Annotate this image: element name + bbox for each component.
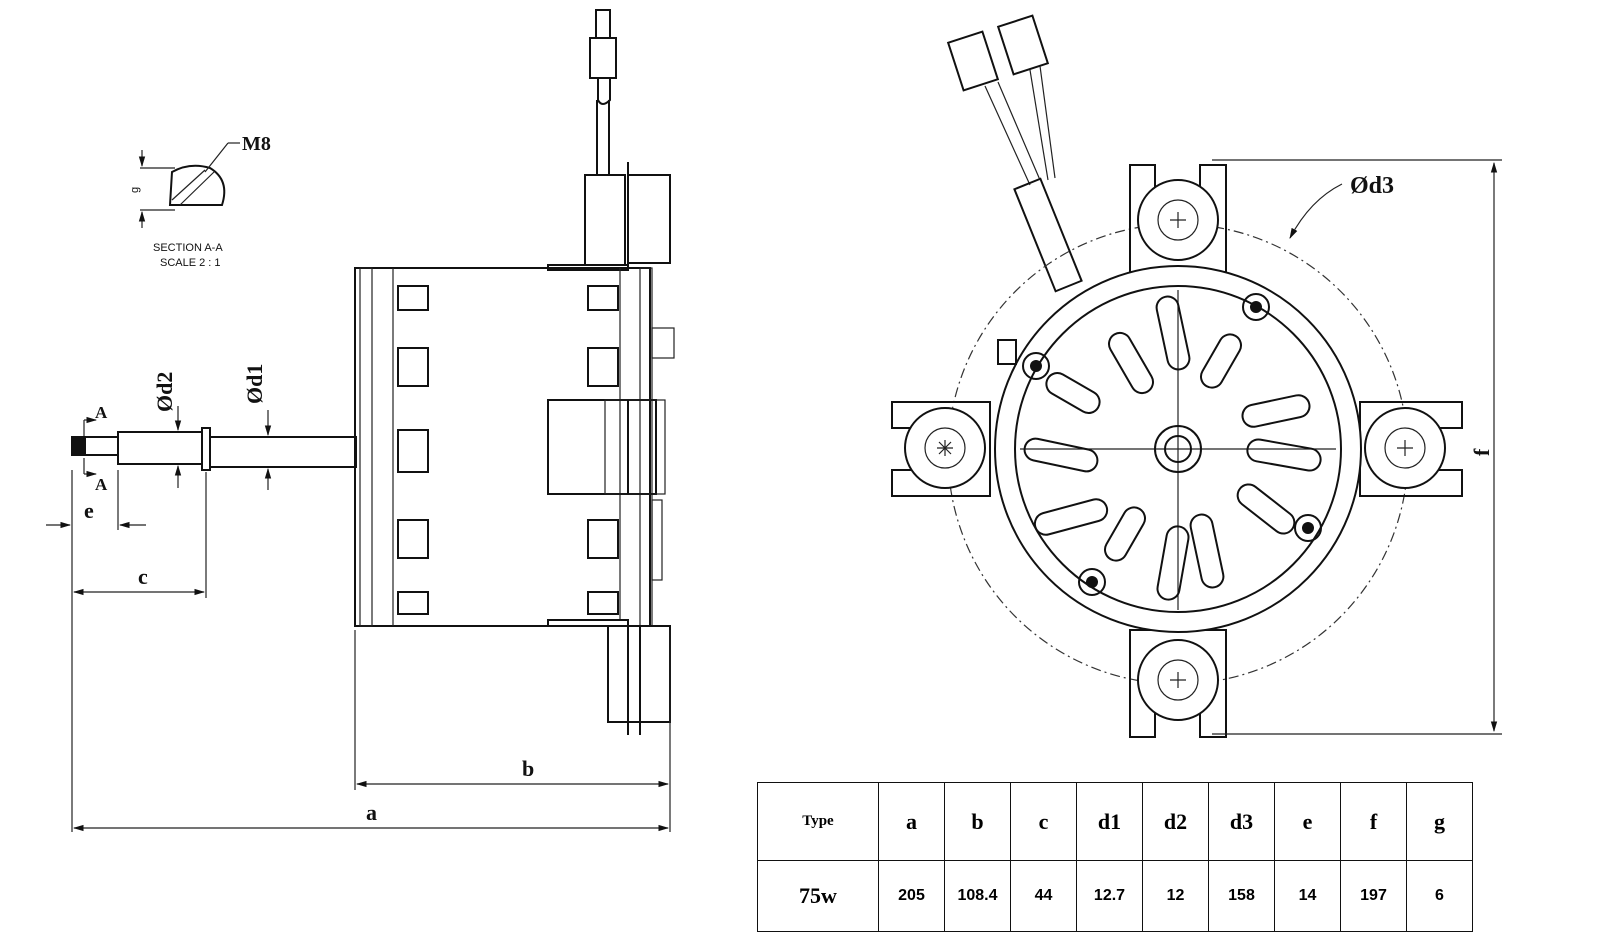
table-cell: 12 xyxy=(1142,860,1209,932)
table-header-cell: c xyxy=(1010,782,1077,861)
section-aa-detail: M8 g SECTION A-A SCALE 2 : 1 xyxy=(129,133,271,269)
table-cell: 14 xyxy=(1274,860,1341,932)
table-header-cell: d3 xyxy=(1208,782,1275,861)
dim-c-label: c xyxy=(138,564,148,589)
spec-table: Type a b c d1 d2 d3 e f g 75w 205 108.4 … xyxy=(757,782,1473,932)
dia-d3-label: Ød3 xyxy=(1350,173,1394,199)
section-g-label: g xyxy=(129,187,141,193)
dim-e-label: e xyxy=(84,498,94,523)
table-header-cell: a xyxy=(878,782,945,861)
table-row: 75w 205 108.4 44 12.7 12 158 14 197 6 xyxy=(757,860,1473,932)
front-view: Ød3 f xyxy=(891,14,1502,738)
table-cell: 197 xyxy=(1340,860,1407,932)
section-title: SECTION A-A xyxy=(153,242,223,254)
section-scale: SCALE 2 : 1 xyxy=(160,257,221,269)
section-marker-bottom: A xyxy=(95,475,108,494)
table-header-cell: f xyxy=(1340,782,1407,861)
table-header-row: Type a b c d1 d2 d3 e f g xyxy=(757,782,1473,861)
dim-f-label: f xyxy=(1469,448,1494,456)
table-header-cell: e xyxy=(1274,782,1341,861)
side-view: A A Ød2 Ød1 e c b a xyxy=(46,9,675,832)
table-cell: 6 xyxy=(1406,860,1473,932)
dia-d1-label: Ød1 xyxy=(242,364,267,404)
vent-slots xyxy=(1023,295,1322,601)
dia-d2-label: Ød2 xyxy=(152,372,177,412)
table-cell: 108.4 xyxy=(944,860,1011,932)
dim-a-label: a xyxy=(366,800,377,825)
section-marker-top: A xyxy=(95,403,108,422)
table-cell: 12.7 xyxy=(1076,860,1143,932)
table-cell: 205 xyxy=(878,860,945,932)
table-header-cell: g xyxy=(1406,782,1473,861)
table-header-cell: Type xyxy=(757,782,879,861)
table-cell: 75w xyxy=(757,860,879,932)
table-header-cell: b xyxy=(944,782,1011,861)
table-header-cell: d2 xyxy=(1142,782,1209,861)
table-cell: 44 xyxy=(1010,860,1077,932)
thread-label: M8 xyxy=(242,133,271,155)
table-cell: 158 xyxy=(1208,860,1275,932)
table-header-cell: d1 xyxy=(1076,782,1143,861)
dim-b-label: b xyxy=(522,756,534,781)
